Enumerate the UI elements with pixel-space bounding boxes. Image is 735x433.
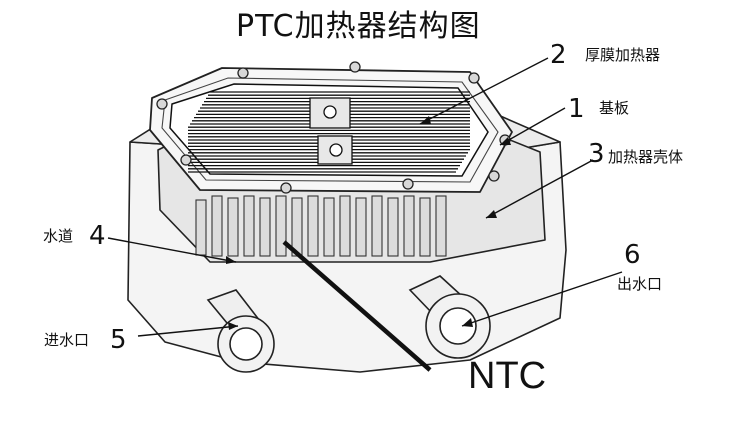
label-3-text: 加热器壳体 [608, 148, 684, 166]
fin [355, 197, 367, 257]
fin [435, 195, 447, 257]
arrowhead [228, 322, 238, 330]
arrowhead [500, 137, 511, 145]
label-6-text: 出水口 [617, 275, 663, 293]
fin [403, 195, 415, 257]
water-channel-fins [195, 195, 447, 257]
fin [387, 197, 399, 257]
arrowhead [226, 256, 236, 264]
label-4-number: 4 [89, 221, 106, 251]
fin [323, 197, 335, 257]
screw [156, 98, 168, 110]
inlet-bore [229, 327, 263, 361]
arrowhead [462, 318, 473, 327]
label-6-number: 6 [624, 240, 641, 270]
fin [419, 197, 431, 257]
ntc-probe-line [282, 240, 432, 372]
label-5-number: 5 [110, 325, 127, 355]
fin [307, 195, 319, 257]
screw [329, 143, 343, 157]
fin [275, 195, 287, 257]
screw [488, 170, 500, 182]
label-1-text: 基板 [599, 99, 630, 117]
outlet-bore [439, 307, 477, 345]
inlet-pipe [206, 289, 275, 373]
leader-line-6 [461, 271, 623, 327]
arrowhead [420, 116, 431, 124]
screw [180, 154, 192, 166]
label-3-number: 3 [588, 139, 605, 169]
fin [211, 195, 223, 257]
arrowhead [486, 210, 497, 218]
leader-line-1 [499, 107, 566, 146]
label-1-number: 1 [568, 94, 585, 124]
screw [402, 178, 414, 190]
label-2-number: 2 [550, 40, 567, 70]
fin [195, 199, 207, 256]
fin [339, 195, 351, 257]
ntc-label: NTC [468, 355, 547, 397]
thick-film-heater [169, 83, 489, 177]
fin [371, 195, 383, 257]
fin [243, 195, 255, 257]
screw [468, 72, 480, 84]
screw [237, 67, 249, 79]
fin [259, 197, 271, 257]
screw [280, 182, 292, 194]
diagram-title: PTC加热器结构图 [236, 9, 481, 44]
leader-line-5 [137, 325, 239, 337]
label-2-text: 厚膜加热器 [585, 46, 661, 64]
screw [349, 61, 361, 73]
leader-line-4 [107, 237, 237, 263]
label-5-text: 进水口 [44, 331, 90, 349]
substrate-inner-edge [161, 77, 499, 183]
screw [323, 105, 337, 119]
label-4-text: 水道 [43, 227, 74, 245]
leader-line-3 [485, 159, 594, 219]
leader-arrowheads [226, 116, 511, 330]
fin [227, 197, 239, 257]
leader-lines [107, 57, 623, 337]
leader-line-2 [419, 57, 549, 125]
fin [291, 197, 303, 257]
